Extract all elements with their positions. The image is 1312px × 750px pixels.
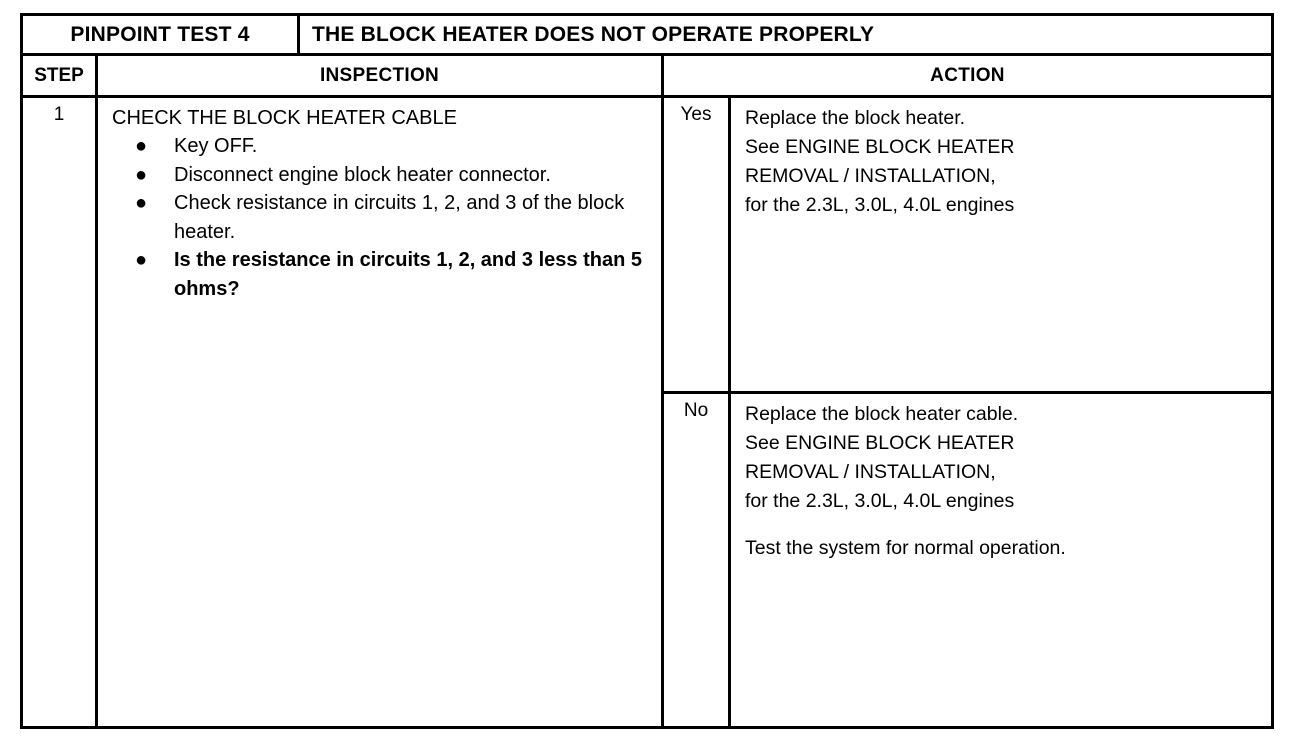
table-column-header-row: STEP INSPECTION ACTION: [23, 56, 1271, 98]
bullet-icon: ●: [135, 163, 148, 186]
bullet-icon: ●: [135, 249, 148, 271]
table-body-row: 1 CHECK THE BLOCK HEATER CABLE ● Key OFF…: [23, 98, 1271, 726]
inspection-list-item-question: ● Is the resistance in circuits 1, 2, an…: [112, 246, 653, 303]
inspection-list-item: ● Key OFF.: [112, 132, 653, 161]
answer-label-yes: Yes: [664, 98, 731, 391]
action-branch-yes: Yes Replace the block heater. See ENGINE…: [664, 98, 1271, 394]
inspection-list-item-text: Is the resistance in circuits 1, 2, and …: [174, 249, 642, 300]
inspection-list-item-text: Check resistance in circuits 1, 2, and 3…: [174, 192, 625, 243]
action-line: Test the system for normal operation.: [745, 537, 1066, 559]
pinpoint-test-table: PINPOINT TEST 4 THE BLOCK HEATER DOES NO…: [20, 13, 1274, 729]
bullet-icon: ●: [135, 135, 148, 157]
column-header-action: ACTION: [930, 64, 1005, 86]
inspection-cell: CHECK THE BLOCK HEATER CABLE ● Key OFF. …: [98, 98, 664, 726]
action-branch-no: No Replace the block heater cable. See E…: [664, 394, 1271, 726]
action-column: Yes Replace the block heater. See ENGINE…: [664, 98, 1271, 726]
action-line: REMOVAL / INSTALLATION,: [745, 461, 996, 483]
pinpoint-test-description: THE BLOCK HEATER DOES NOT OPERATE PROPER…: [312, 22, 875, 46]
action-text-yes: Replace the block heater. See ENGINE BLO…: [731, 98, 1271, 391]
inspection-list-item-text: Disconnect engine block heater connector…: [174, 163, 551, 186]
inspection-step-list: ● Key OFF. ● Disconnect engine block hea…: [112, 132, 653, 303]
inspection-heading: CHECK THE BLOCK HEATER CABLE: [112, 107, 457, 129]
action-line: See ENGINE BLOCK HEATER: [745, 432, 1015, 454]
action-line: REMOVAL / INSTALLATION,: [745, 165, 996, 187]
pinpoint-test-label: PINPOINT TEST 4: [23, 16, 300, 53]
answer-label-no: No: [664, 394, 731, 726]
inspection-list-item-text: Key OFF.: [174, 135, 258, 157]
column-header-inspection: INSPECTION: [98, 56, 664, 95]
action-line: Replace the block heater cable.: [745, 403, 1019, 425]
table-title-row: PINPOINT TEST 4 THE BLOCK HEATER DOES NO…: [23, 16, 1271, 56]
action-text-no: Replace the block heater cable. See ENGI…: [731, 394, 1271, 726]
bullet-icon: ●: [135, 192, 148, 214]
action-line: for the 2.3L, 3.0L, 4.0L engines: [745, 194, 1015, 216]
inspection-list-item: ● Disconnect engine block heater connect…: [112, 161, 653, 190]
action-line: for the 2.3L, 3.0L, 4.0L engines: [745, 490, 1015, 512]
action-line: See ENGINE BLOCK HEATER: [745, 136, 1015, 158]
action-line: Replace the block heater.: [745, 107, 966, 129]
inspection-list-item: ● Check resistance in circuits 1, 2, and…: [112, 189, 653, 246]
column-header-step: STEP: [23, 56, 98, 95]
step-number-cell: 1: [23, 98, 98, 726]
